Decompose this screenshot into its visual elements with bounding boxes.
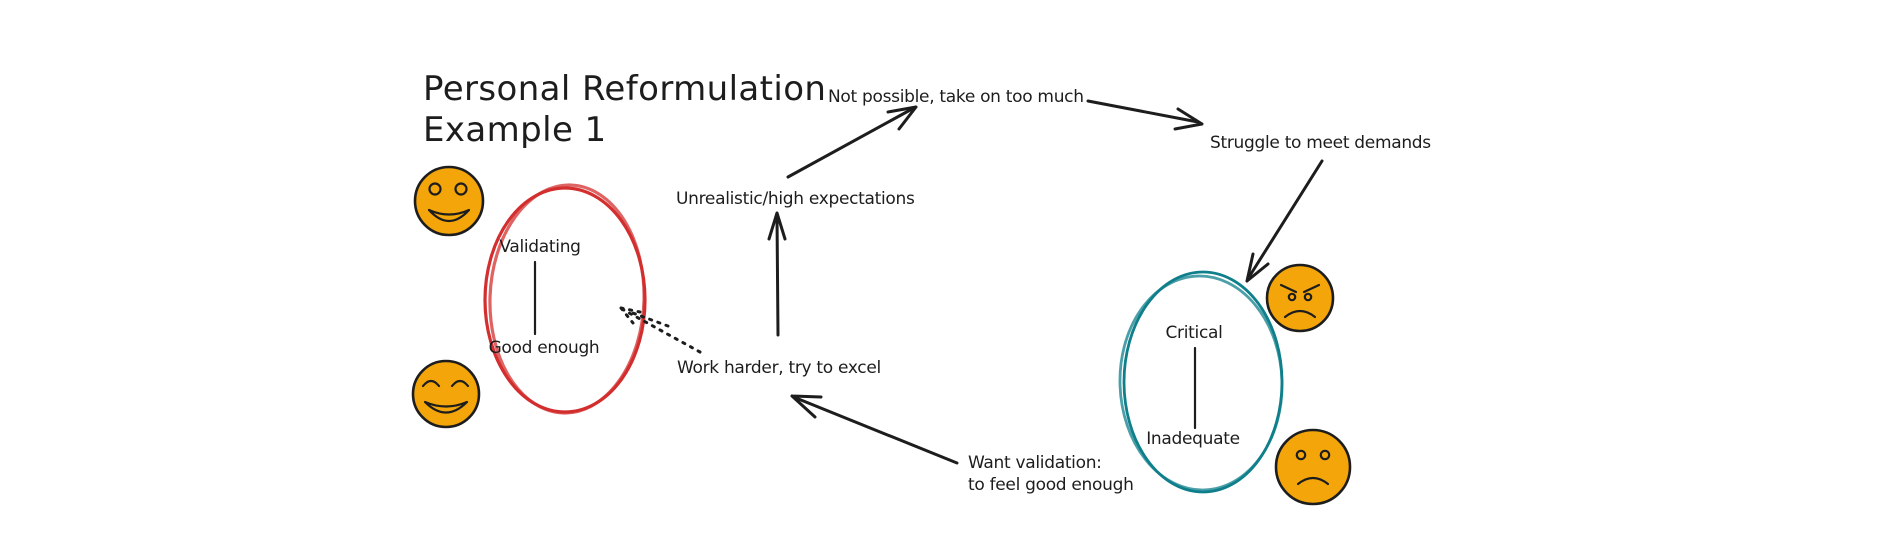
arrow-shaft (1086, 99, 1200, 124)
eye (1295, 449, 1307, 461)
arrow-not-possible-to-struggle (1086, 99, 1204, 131)
arrow-head (790, 394, 823, 419)
dotted-arrow-shaft (620, 307, 702, 354)
validating-ellipse-node: Validating Good enough (483, 183, 647, 415)
mouth (427, 208, 471, 223)
arrow-head (1245, 252, 1270, 283)
critical-ellipse-node: Critical Inadequate (1118, 270, 1284, 494)
arrow-shaft (794, 396, 959, 465)
eyebrow (1302, 283, 1321, 294)
label-not-possible: Not possible, take on too much (828, 87, 1084, 107)
eye (1287, 292, 1297, 302)
teal-ellipse-sketch-stroke (1118, 274, 1284, 492)
sad-face-icon (1274, 428, 1352, 506)
arrow-want-validation-to-work-harder (790, 394, 959, 465)
label-struggle: Struggle to meet demands (1210, 133, 1431, 153)
diagram-title-line1: Personal Reformulation (423, 69, 826, 109)
dotted-arrow-work-harder-to-validating (619, 306, 702, 354)
node-label-good-enough: Good enough (489, 338, 600, 358)
face-circle (1265, 263, 1335, 333)
arrow-work-harder-to-unrealistic (767, 211, 787, 337)
face-circle (413, 165, 485, 237)
mouth (1283, 309, 1317, 319)
title-block: Personal Reformulation Example 1 (423, 69, 826, 150)
dotted-arrow-head (619, 306, 642, 325)
node-label-inadequate: Inadequate (1146, 429, 1240, 449)
dotted-arrow-sketch-stroke (628, 310, 670, 328)
happy-face-icon (413, 165, 485, 237)
eye (428, 182, 442, 196)
face-circle (411, 359, 481, 429)
face-circle (1274, 428, 1352, 506)
arrow-shaft (1247, 159, 1324, 279)
eye (450, 379, 470, 388)
smiling-closed-eyes-face-icon (411, 359, 481, 429)
node-label-validating: Validating (499, 237, 580, 257)
node-label-critical: Critical (1165, 323, 1222, 343)
red-ellipse-sketch-stroke (488, 183, 646, 415)
arrow-head (1173, 107, 1204, 131)
angry-face-icon (1265, 263, 1335, 333)
arrow-struggle-to-critical (1245, 159, 1324, 283)
eyebrow (1279, 283, 1298, 294)
arrow-unrealistic-to-not-possible (786, 105, 918, 179)
label-want-validation-line2: to feel good enough (968, 475, 1134, 495)
diagram-title-line2: Example 1 (423, 110, 607, 150)
eye (1319, 449, 1331, 461)
mouth (423, 400, 469, 414)
eye (421, 379, 441, 388)
eye (454, 182, 468, 196)
label-want-validation-line1: Want validation: (968, 453, 1102, 473)
label-work-harder: Work harder, try to excel (677, 358, 881, 378)
mouth (1296, 476, 1330, 486)
eye (1303, 292, 1313, 302)
arrow-shaft (775, 214, 780, 337)
label-unrealistic: Unrealistic/high expectations (676, 189, 915, 209)
arrow-head (767, 211, 787, 241)
arrow-shaft (786, 107, 914, 179)
arrow-head (886, 105, 918, 131)
